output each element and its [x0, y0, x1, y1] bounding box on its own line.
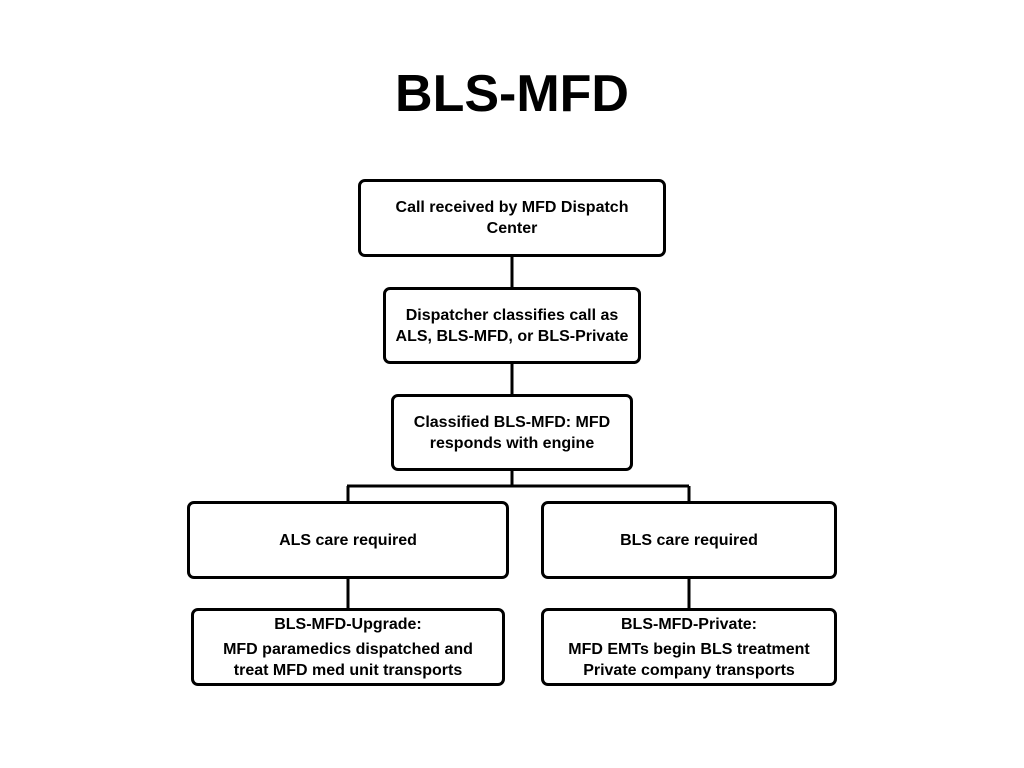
node-dispatcher-classifies: Dispatcher classifies call as ALS, BLS-M…: [383, 287, 641, 364]
node-bls-mfd-upgrade: BLS-MFD-Upgrade: MFD paramedics dispatch…: [191, 608, 505, 686]
node-text: ALS care required: [279, 531, 417, 549]
node-text: BLS care required: [620, 531, 758, 549]
node-text: ALS, BLS-MFD, or BLS-Private: [395, 327, 629, 345]
page-title: BLS-MFD: [395, 65, 629, 123]
node-text: Private company transports: [583, 662, 795, 679]
node-als-care-required: ALS care required: [187, 501, 509, 579]
node-heading: BLS-MFD-Upgrade:: [274, 616, 422, 633]
node-classified-bls-mfd: Classified BLS-MFD: MFD responds with en…: [391, 394, 633, 471]
node-call-received: Call received by MFD Dispatch Center: [358, 179, 666, 257]
node-text: treat MFD med unit transports: [233, 662, 463, 679]
node-text: Dispatcher classifies call as: [405, 306, 619, 324]
node-bls-mfd-private: BLS-MFD-Private: MFD EMTs begin BLS trea…: [541, 608, 837, 686]
node-text: Center: [486, 220, 538, 237]
node-text: MFD EMTs begin BLS treatment: [568, 641, 810, 658]
node-text: responds with engine: [429, 434, 595, 452]
node-bls-care-required: BLS care required: [541, 501, 837, 579]
node-text: MFD paramedics dispatched and: [223, 641, 473, 658]
node-text: Call received by MFD Dispatch: [395, 199, 629, 216]
node-text: Classified BLS-MFD: MFD: [413, 413, 611, 431]
node-heading: BLS-MFD-Private:: [620, 616, 757, 633]
